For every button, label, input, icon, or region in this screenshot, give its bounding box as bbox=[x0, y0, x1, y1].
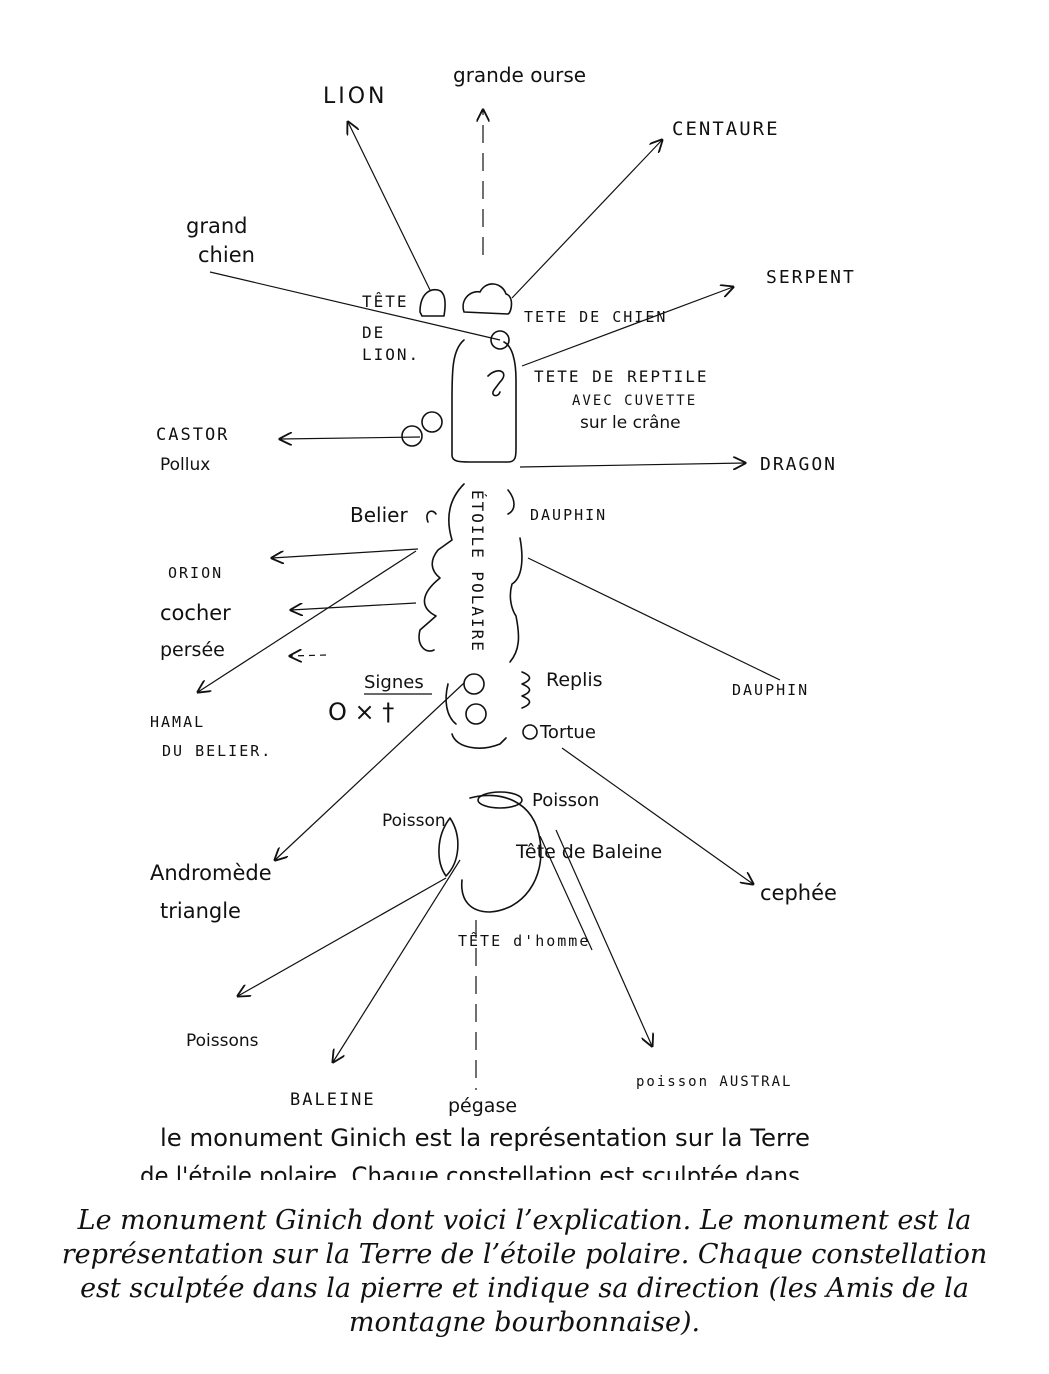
tortue-circle bbox=[523, 725, 537, 739]
label-grande-ourse: grande ourse bbox=[453, 63, 586, 87]
label-grand-chien-1: grand bbox=[186, 214, 247, 238]
ray-poissons bbox=[238, 878, 446, 996]
handwritten-note-line-2-clip: de l'étoile polaire. Chaque constellatio… bbox=[140, 1162, 800, 1190]
label-signes: Signes bbox=[364, 672, 424, 693]
ray-cocher bbox=[291, 603, 416, 610]
label-tete-de-lion-3: LION. bbox=[362, 345, 420, 364]
label-avec-cuvette: AVEC CUVETTE bbox=[572, 393, 697, 409]
label-tete-de-baleine: Tête de Baleine bbox=[515, 841, 662, 863]
ray-baleine bbox=[333, 860, 460, 1062]
main-block bbox=[452, 340, 516, 462]
label-serpent: SERPENT bbox=[766, 267, 856, 288]
signes-cross-circle bbox=[466, 704, 486, 724]
ray-serpent bbox=[522, 287, 733, 366]
replis-waves bbox=[522, 672, 530, 708]
label-orion: ORION bbox=[168, 564, 223, 582]
dog-head-shape bbox=[463, 284, 511, 314]
diagram-labels: grande ourse LION CENTAURE grand chien S… bbox=[150, 63, 856, 1117]
ray-grand-chien bbox=[210, 272, 500, 340]
polaris-column-right bbox=[508, 490, 522, 662]
label-sur-le-crane: sur le crâne bbox=[580, 413, 681, 433]
poisson-right-shape bbox=[478, 792, 522, 808]
label-tete-de-reptile: TETE DE REPTILE bbox=[534, 367, 709, 386]
lion-head-shape bbox=[420, 290, 445, 316]
label-tete-de-lion-1: TÊTE bbox=[362, 292, 409, 311]
label-castor: CASTOR bbox=[156, 425, 229, 445]
ray-orion bbox=[272, 549, 418, 558]
label-dauphin-2: DAUPHIN bbox=[732, 681, 809, 699]
label-poisson-right: Poisson bbox=[532, 790, 599, 811]
label-belier: Belier bbox=[350, 503, 408, 527]
ray-lion bbox=[348, 122, 430, 290]
label-cocher: cocher bbox=[160, 601, 231, 625]
signes-circle bbox=[464, 674, 484, 694]
label-lion: LION bbox=[323, 84, 388, 109]
reptile-head-shape bbox=[488, 371, 504, 396]
label-replis: Replis bbox=[546, 669, 603, 691]
monument-diagram: grande ourse LION CENTAURE grand chien S… bbox=[0, 0, 1049, 1200]
label-poisson-austral: poisson AUSTRAL bbox=[636, 1074, 792, 1090]
label-baleine: BALEINE bbox=[290, 1090, 376, 1110]
handwritten-note-line-2: de l'étoile polaire. Chaque constellatio… bbox=[140, 1162, 800, 1190]
castor-face bbox=[402, 426, 422, 446]
label-dauphin-1: DAUPHIN bbox=[530, 506, 607, 524]
ray-castor bbox=[280, 437, 420, 439]
label-cephee: cephée bbox=[760, 881, 837, 905]
ray-persee bbox=[290, 655, 326, 656]
label-centaure: CENTAURE bbox=[672, 118, 780, 140]
label-poissons: Poissons bbox=[186, 1031, 259, 1051]
ray-cephee bbox=[562, 748, 753, 884]
label-poisson-left: Poisson bbox=[382, 811, 446, 831]
label-etoile-polaire: ÉTOILE POLAIRE bbox=[468, 490, 487, 653]
label-triangle: triangle bbox=[160, 899, 241, 923]
label-hamal-1: HAMAL bbox=[150, 713, 205, 731]
polaris-column-left bbox=[419, 484, 464, 651]
label-persee: persée bbox=[160, 639, 225, 661]
pollux-face bbox=[422, 412, 442, 432]
label-tete-dhomme: TÊTE d'homme bbox=[458, 931, 590, 950]
label-tete-de-lion-2: DE bbox=[362, 323, 385, 342]
label-grand-chien-2: chien bbox=[198, 243, 255, 267]
label-tortue: Tortue bbox=[539, 722, 596, 743]
ray-dauphin bbox=[528, 558, 780, 680]
belier-curl bbox=[427, 511, 436, 522]
label-tete-de-chien: TETE DE CHIEN bbox=[524, 308, 667, 326]
ray-dragon bbox=[520, 463, 745, 467]
label-hamal-2: DU BELIER. bbox=[162, 742, 272, 760]
label-signes-symbols: O × † bbox=[328, 698, 394, 726]
label-dragon: DRAGON bbox=[760, 454, 837, 475]
figure-caption: Le monument Ginich dont voici l’explicat… bbox=[40, 1204, 1009, 1340]
ray-centaure bbox=[512, 140, 662, 298]
label-pollux: Pollux bbox=[160, 455, 210, 475]
label-pegase: pégase bbox=[448, 1095, 517, 1117]
label-andromede: Andromède bbox=[150, 861, 272, 885]
handwritten-note-line-1: le monument Ginich est la représentation… bbox=[160, 1124, 810, 1152]
